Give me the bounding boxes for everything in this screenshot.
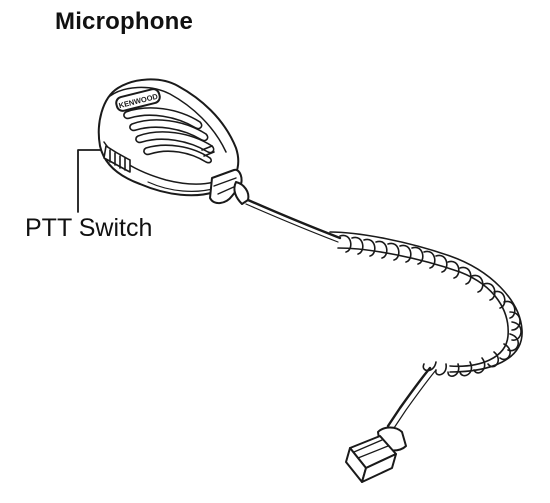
coiled-cord	[329, 231, 523, 377]
mic-port-marks	[201, 145, 215, 157]
strain-relief	[209, 168, 250, 205]
ptt-switch-label: PTT Switch	[25, 214, 153, 242]
plug-cable	[386, 366, 432, 428]
ptt-callout-line	[77, 149, 107, 213]
ptt-switch	[103, 145, 131, 173]
modular-plug	[345, 426, 407, 483]
section-heading: Microphone	[55, 8, 193, 35]
straight-cable	[246, 198, 342, 240]
speaker-grille	[123, 107, 215, 164]
